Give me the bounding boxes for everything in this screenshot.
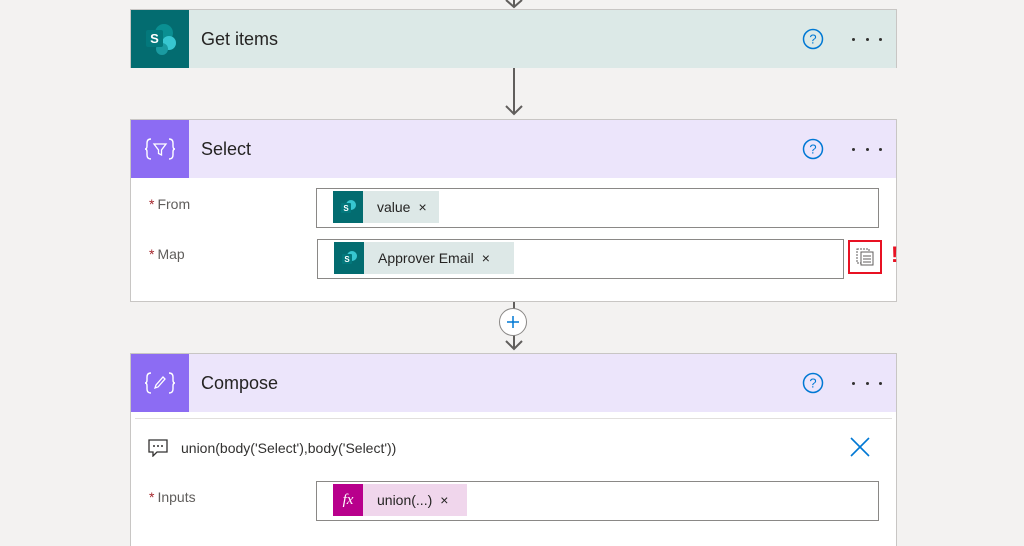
inputs-token-label: union(...) <box>377 492 433 508</box>
help-icon[interactable]: ? <box>802 138 824 160</box>
fx-icon: fx <box>333 484 363 516</box>
sharepoint-icon: S <box>333 191 363 223</box>
connector-arrow <box>505 105 523 116</box>
svg-text:?: ? <box>809 142 816 157</box>
plus-icon <box>507 316 519 328</box>
connector-line-top <box>513 0 515 6</box>
inputs-label: *Inputs <box>149 489 196 505</box>
get-items-action-card[interactable]: S Get items ? <box>130 9 897 68</box>
connector-arrow <box>505 340 523 351</box>
inputs-input[interactable]: fx union(...) × <box>316 481 879 521</box>
svg-text:?: ? <box>809 376 816 391</box>
connector-line <box>513 68 515 114</box>
compose-header[interactable]: Compose ? <box>131 354 896 412</box>
select-header[interactable]: Select ? <box>131 120 896 178</box>
expression-text: union(body('Select'),body('Select')) <box>181 440 397 456</box>
help-icon[interactable]: ? <box>802 372 824 394</box>
warning-mark: ! <box>891 242 899 267</box>
svg-text:S: S <box>150 31 159 46</box>
map-input[interactable]: S Approver Email × <box>317 239 844 279</box>
map-label: *Map <box>149 246 185 262</box>
add-step-button[interactable] <box>499 308 527 336</box>
more-options-icon[interactable] <box>852 372 882 394</box>
close-icon[interactable] <box>849 436 871 458</box>
compose-action-card[interactable]: Compose ? union(body('Select'),body('Sel… <box>130 353 897 546</box>
svg-text:?: ? <box>809 32 816 47</box>
expression-bar <box>135 418 892 419</box>
switch-map-mode-button[interactable] <box>848 240 882 274</box>
compose-title: Compose <box>201 372 279 393</box>
map-token-label: Approver Email <box>378 250 474 266</box>
remove-token-icon[interactable]: × <box>418 199 427 215</box>
from-label: *From <box>149 196 191 212</box>
select-action-card[interactable]: Select ? *From S value × *Map <box>130 119 899 302</box>
svg-text:S: S <box>344 255 350 264</box>
svg-text:S: S <box>343 204 349 213</box>
sharepoint-icon: S <box>334 242 364 274</box>
get-items-header[interactable]: S Get items ? <box>131 10 896 68</box>
from-input[interactable]: S value × <box>316 188 879 228</box>
inputs-expression-token[interactable]: fx union(...) × <box>333 484 467 516</box>
compose-icon <box>131 354 189 412</box>
connector-arrow-top <box>505 0 523 9</box>
map-value-token[interactable]: S Approver Email × <box>334 242 514 274</box>
sharepoint-icon: S <box>131 10 189 68</box>
get-items-title: Get items <box>201 28 279 49</box>
more-options-icon[interactable] <box>852 28 882 50</box>
more-options-icon[interactable] <box>852 138 882 160</box>
data-operation-filter-icon <box>131 120 189 178</box>
from-value-token[interactable]: S value × <box>333 191 439 223</box>
from-token-label: value <box>377 199 411 215</box>
select-title: Select <box>201 138 252 159</box>
switch-map-mode-icon <box>856 248 874 266</box>
comment-icon <box>148 439 168 457</box>
help-icon[interactable]: ? <box>802 28 824 50</box>
remove-token-icon[interactable]: × <box>481 250 490 266</box>
remove-token-icon[interactable]: × <box>440 492 449 508</box>
